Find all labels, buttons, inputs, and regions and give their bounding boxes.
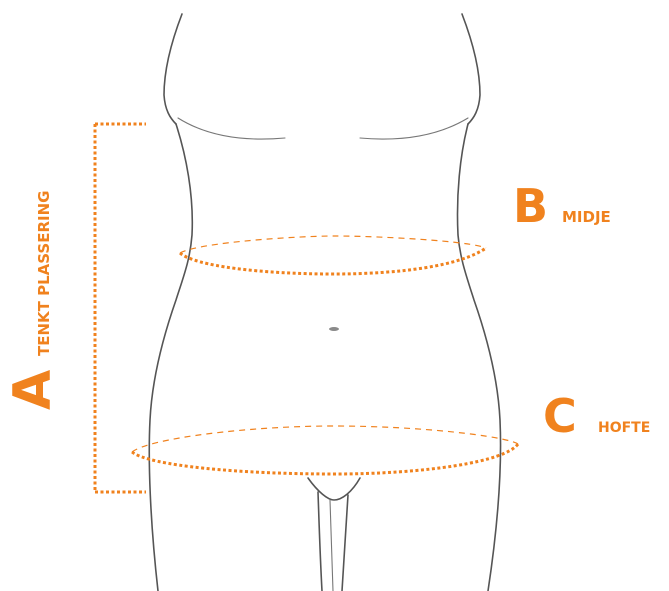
right-arm-line [462, 14, 480, 124]
label-a-group: A TENKT PLASSERING [3, 191, 63, 410]
navel [329, 327, 339, 331]
waist-loop-front [180, 248, 486, 274]
label-a-letter: A [3, 370, 63, 410]
label-c-text: HOFTE [598, 420, 650, 436]
left-arm-line [164, 14, 182, 124]
waist-loop-back [180, 236, 486, 253]
label-b-letter: B [513, 179, 548, 233]
hip-loop-front [132, 444, 518, 474]
placement-bracket [95, 124, 146, 492]
left-chest-line [178, 118, 285, 139]
right-chest-line [360, 118, 468, 139]
hip-loop-back [132, 426, 518, 452]
label-c-letter: C [543, 389, 577, 443]
right-torso-line [457, 124, 500, 591]
left-inner-leg [318, 492, 322, 591]
right-inner-leg [342, 495, 348, 591]
label-a-text: TENKT PLASSERING [35, 191, 53, 356]
body-outline [149, 14, 500, 591]
left-inner-leg-2 [330, 500, 333, 591]
left-torso-line [149, 124, 192, 591]
label-b-text: MIDJE [562, 208, 611, 226]
waist-measure-loop [180, 236, 486, 274]
hip-measure-loop [132, 426, 518, 474]
crotch-line [308, 478, 360, 500]
